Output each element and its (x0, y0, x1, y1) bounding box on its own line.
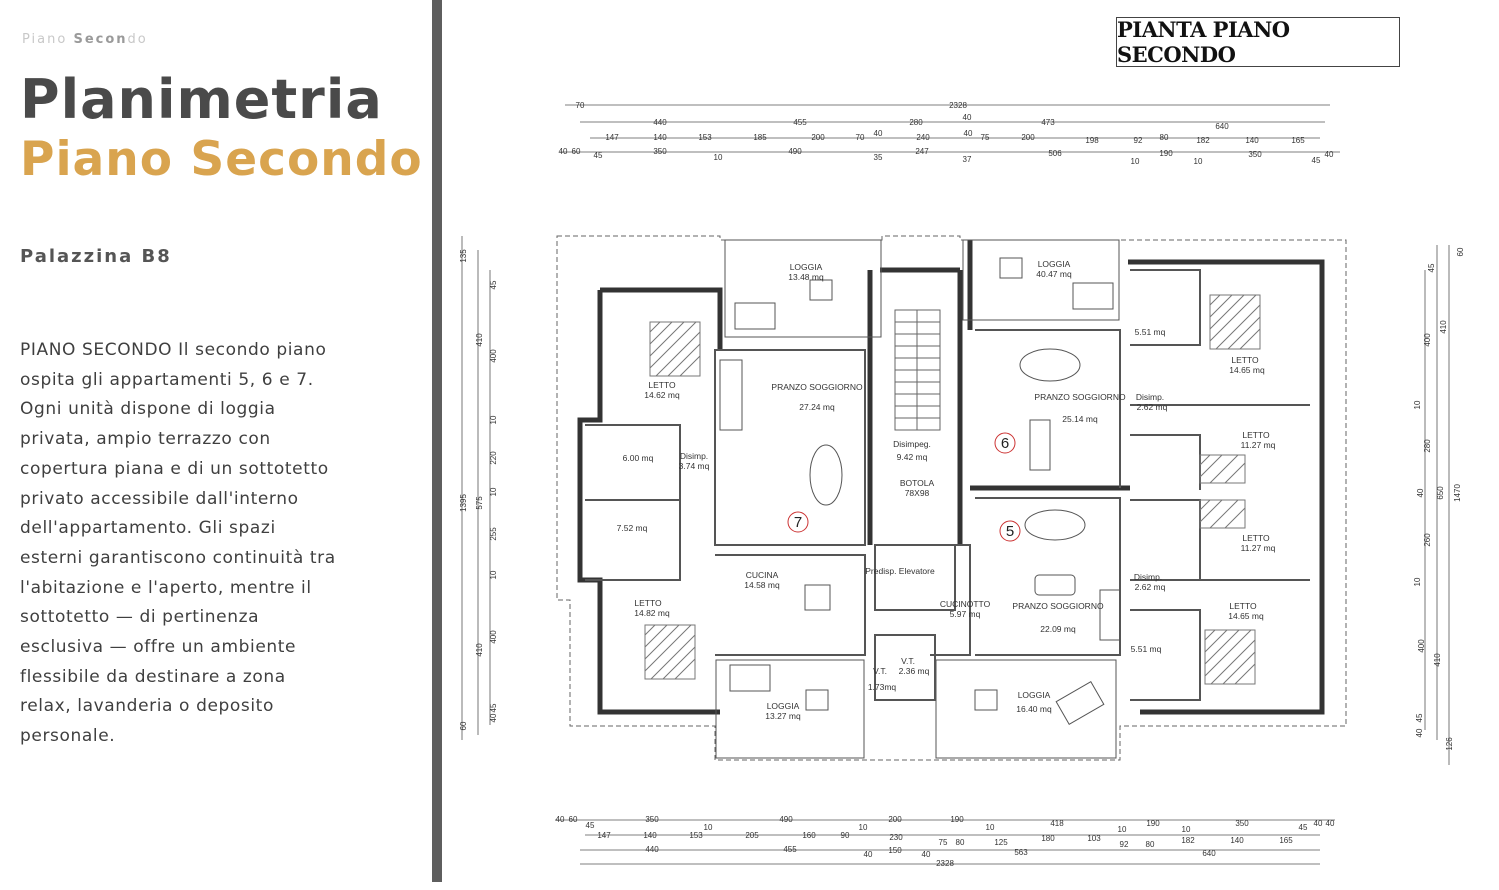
plan-title-box: PIANTA PIANO SECONDO (1116, 17, 1400, 67)
building-subtitle: Palazzina B8 (20, 246, 172, 267)
sidebar-panel: Piano Secondo Planimetria Piano Secondo … (0, 0, 430, 890)
description-text: PIANO SECONDO Il secondo piano ospita gl… (20, 340, 336, 747)
floor-plan-panel: PIANTA PIANO SECONDO (444, 0, 1499, 890)
page-title-line2: Piano Secondo (20, 132, 423, 187)
eyebrow-label: Piano Secondo (22, 32, 148, 47)
vertical-divider (432, 0, 442, 882)
page-title-line1: Planimetria (20, 68, 383, 131)
